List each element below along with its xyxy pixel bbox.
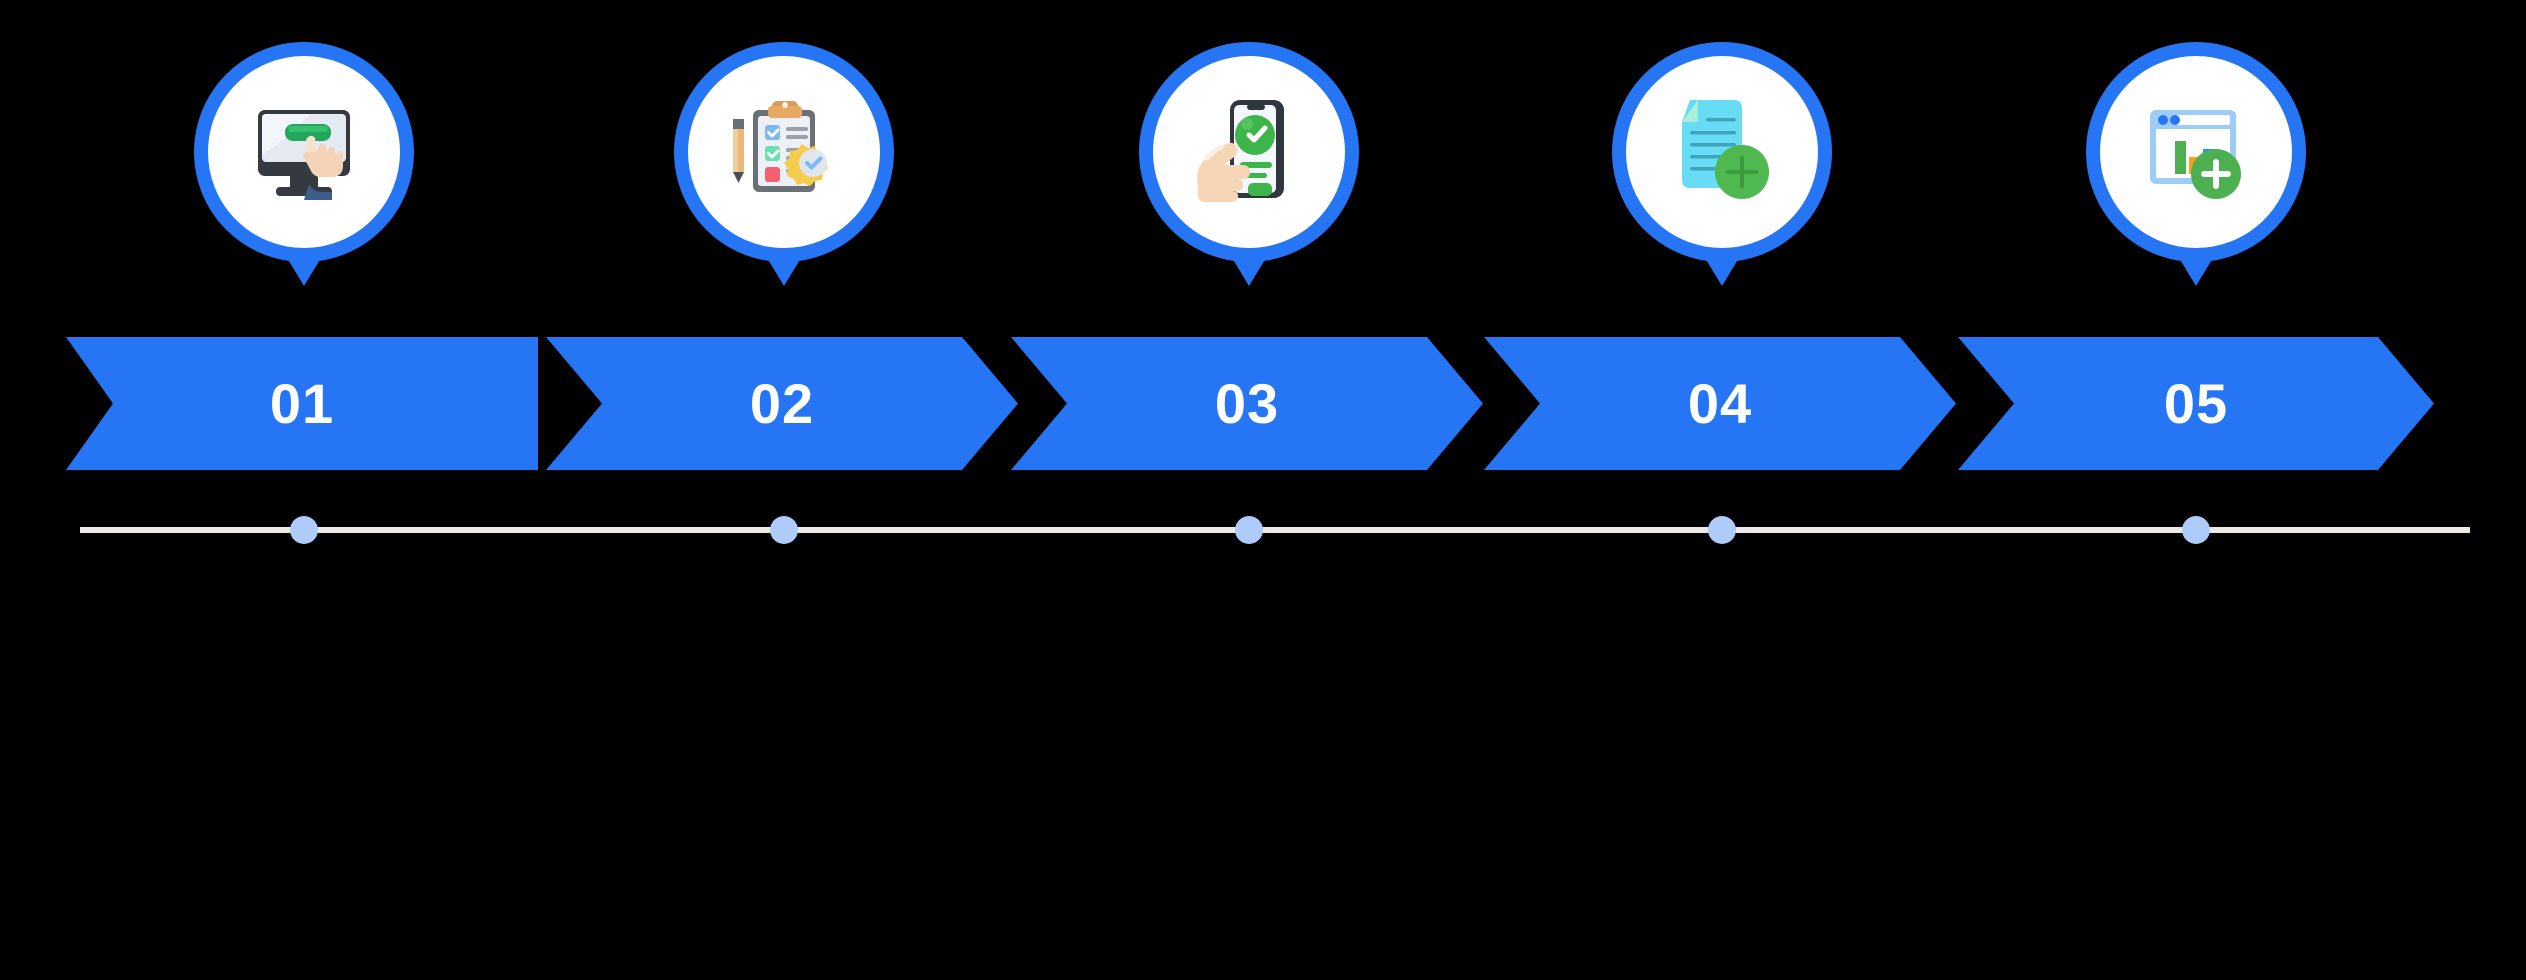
- chevron-step-4[interactable]: 04: [1484, 337, 1956, 470]
- timeline-dot-1[interactable]: [290, 516, 318, 544]
- pin-circle: [674, 42, 894, 262]
- chevron-number-2: 02: [749, 372, 815, 435]
- document-add-icon: [1658, 88, 1786, 216]
- pin-marker-step-5[interactable]: [2086, 42, 2306, 286]
- chevron-step-5[interactable]: 05: [1958, 337, 2434, 470]
- hand-phone-check-icon: [1185, 88, 1313, 216]
- dashboard-chart-add-icon: [2132, 88, 2260, 216]
- timeline-dot-3[interactable]: [1235, 516, 1263, 544]
- pin-marker-step-2[interactable]: [674, 42, 894, 286]
- chevron-number-4: 04: [1687, 372, 1753, 435]
- timeline-rail: [80, 527, 2470, 533]
- timeline-dot-2[interactable]: [770, 516, 798, 544]
- chevron-step-3[interactable]: 03: [1011, 337, 1483, 470]
- pin-marker-step-1[interactable]: [194, 42, 414, 286]
- chevron-step-2[interactable]: 02: [546, 337, 1018, 470]
- timeline-dot-5[interactable]: [2182, 516, 2210, 544]
- clipboard-checklist-badge-icon: [720, 88, 848, 216]
- chevron-number-3: 03: [1214, 372, 1280, 435]
- pin-marker-step-4[interactable]: [1612, 42, 1832, 286]
- pin-marker-step-3[interactable]: [1139, 42, 1359, 286]
- monitor-click-icon: [240, 88, 368, 216]
- timeline-dot-4[interactable]: [1708, 516, 1736, 544]
- chevron-step-1[interactable]: 01: [66, 337, 538, 470]
- chevron-number-5: 05: [2163, 372, 2229, 435]
- chevron-number-1: 01: [269, 372, 335, 435]
